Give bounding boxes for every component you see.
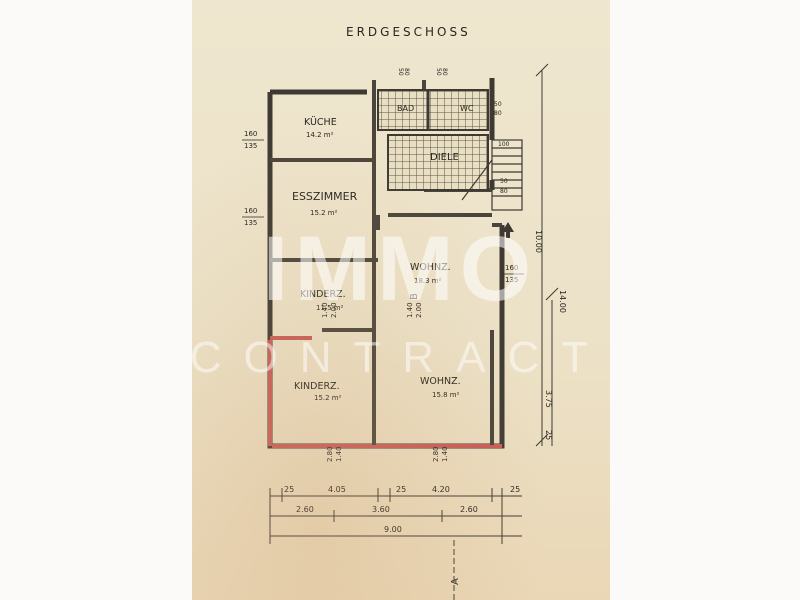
window-label: 80 bbox=[494, 110, 502, 117]
highlighted-walls bbox=[268, 336, 502, 448]
dimension-label: 3.60 bbox=[372, 505, 390, 514]
window-label: 80 bbox=[403, 68, 410, 76]
room-name: KINDERZ. bbox=[300, 289, 346, 300]
room-area: 15.2 m² bbox=[310, 209, 338, 217]
dimension-label: 25 bbox=[396, 485, 406, 494]
room-area: 14.2 m² bbox=[306, 131, 334, 139]
staircase bbox=[461, 139, 523, 211]
door-label: 1.40 bbox=[335, 446, 343, 462]
door-label: 2.80 bbox=[432, 446, 440, 462]
room-name: WC bbox=[460, 104, 474, 113]
up-arrow-icon bbox=[502, 222, 514, 238]
window-label: 50 bbox=[494, 101, 502, 108]
window-label: 160 bbox=[505, 264, 518, 272]
dimension-label: 10.00 bbox=[534, 230, 543, 253]
room-name: BAD bbox=[397, 104, 414, 113]
dimension-label: 2.60 bbox=[460, 505, 478, 514]
room-name: DIELE bbox=[430, 152, 459, 163]
door-label: 1.40 bbox=[441, 446, 449, 462]
room-name: WOHNZ. bbox=[410, 262, 451, 273]
room-name: WOHNZ. bbox=[420, 376, 461, 387]
room-labels: KÜCHE 14.2 m² ESSZIMMER 15.2 m² BAD WC D… bbox=[292, 104, 474, 402]
room-area: 15.2 m² bbox=[314, 394, 342, 402]
room-name: KINDERZ. bbox=[294, 381, 340, 392]
window-label: 50 bbox=[435, 68, 442, 76]
dimension-label: 14.00 bbox=[558, 290, 567, 313]
section-mark-b: B bbox=[409, 293, 420, 300]
dimension-label: 9.00 bbox=[384, 525, 402, 534]
plan-title: ERDGESCHOSS bbox=[346, 25, 471, 39]
dimension-label: 25 bbox=[510, 485, 520, 494]
floor-plan-sheet: ERDGESCHOSS bbox=[192, 0, 610, 600]
room-area: 11.5 m² bbox=[316, 304, 344, 312]
dimension-labels: 25 4.05 25 4.20 25 2.60 3.60 2.60 9.00 1… bbox=[284, 230, 567, 534]
window-labels: 160 135 160 135 160 135 50 80 50 80 50 8… bbox=[242, 68, 524, 284]
dimension-label: 4.20 bbox=[432, 485, 450, 494]
window-label: 135 bbox=[244, 219, 257, 227]
window-label: 50 bbox=[397, 68, 404, 76]
door-labels: 1.40 2.00 1.40 2.00 2.80 1.40 2.80 1.40 bbox=[321, 302, 449, 462]
diele-tiles bbox=[387, 134, 489, 191]
dimension-label: 25 bbox=[544, 430, 553, 440]
room-name: ESSZIMMER bbox=[292, 190, 358, 203]
window-label: 160 bbox=[244, 207, 257, 215]
dimension-label: 4.05 bbox=[328, 485, 346, 494]
window-label: 135 bbox=[505, 276, 518, 284]
door-label: 1.40 bbox=[406, 302, 414, 318]
dimension-label: 3.75 bbox=[544, 390, 553, 408]
section-mark-a: A bbox=[450, 578, 461, 585]
dimension-lines bbox=[269, 63, 559, 544]
dimension-label: 25 bbox=[284, 485, 294, 494]
window-label: 80 bbox=[500, 188, 508, 195]
dimension-label: 2.60 bbox=[296, 505, 314, 514]
window-label: 50 bbox=[500, 178, 508, 185]
door-label: 2.00 bbox=[330, 302, 338, 318]
door-label: 2.80 bbox=[326, 446, 334, 462]
window-label: 135 bbox=[244, 142, 257, 150]
room-area: 18.3 m² bbox=[414, 277, 442, 285]
door-label: 2.00 bbox=[415, 302, 423, 318]
bad-wc-tiles bbox=[377, 89, 489, 131]
window-label: 100 bbox=[498, 141, 510, 148]
window-label: 80 bbox=[441, 68, 448, 76]
room-area: 15.8 m² bbox=[432, 391, 460, 399]
door-label: 1.40 bbox=[321, 302, 329, 318]
floor-plan-drawing: ERDGESCHOSS bbox=[242, 25, 567, 600]
window-label: 160 bbox=[244, 130, 257, 138]
room-name: KÜCHE bbox=[304, 117, 337, 128]
